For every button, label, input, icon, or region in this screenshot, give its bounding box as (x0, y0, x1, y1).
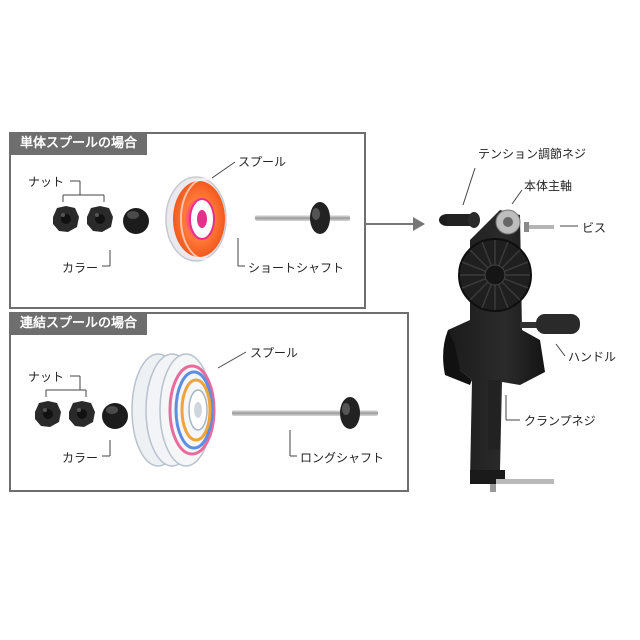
single-shaft-leader (237, 238, 245, 267)
panel-single-title: 単体スプールの場合 (10, 133, 148, 155)
tension-screw-label: テンション調節ネジ (478, 147, 587, 161)
linked-spool-icon (131, 353, 216, 467)
single-collar-leader (102, 250, 111, 267)
linked-shaft-label: ロングシャフト (300, 451, 385, 465)
linked-spool-label: スプール (250, 346, 299, 360)
main-shaft-label: 本体主軸 (524, 179, 573, 193)
linked-collar-label: カラー (62, 451, 99, 465)
line-winder-product (439, 209, 580, 492)
single-collar-label: カラー (62, 261, 99, 275)
linked-shaft-leader (289, 430, 297, 457)
single-shaft-icon (255, 202, 350, 234)
handle-icon (520, 314, 580, 334)
handle-label: ハンドル (568, 350, 617, 364)
linked-nut-1-icon (35, 401, 61, 427)
linked-shaft-icon (232, 397, 378, 429)
linked-collar-icon (102, 403, 128, 429)
linked-nut-bracket (45, 375, 87, 397)
single-nut-label: ナット (28, 175, 65, 189)
panel-single-border (9, 132, 366, 309)
single-spool-leader (211, 161, 236, 179)
product-leader-lines (462, 167, 578, 421)
screw-label: ビス (582, 221, 607, 235)
single-nut-1-icon (53, 206, 79, 232)
clamp-screw-label: クランプネジ (524, 414, 596, 428)
panel-linked-title: 連結スプールの場合 (10, 313, 148, 335)
single-nut-bracket (62, 180, 105, 202)
linked-nut-label: ナット (28, 370, 65, 384)
linked-spool-leader (217, 351, 247, 369)
single-shaft-label: ショートシャフト (248, 261, 345, 275)
single-nut-2-icon (87, 206, 113, 232)
single-collar-icon (123, 208, 149, 234)
screw-icon (524, 222, 554, 232)
panel-to-product-arrow (365, 217, 425, 231)
main-shaft-gear-icon (495, 209, 521, 235)
single-spool-icon (165, 176, 230, 262)
panel-linked-border (9, 312, 409, 492)
tension-screw-knob-icon (439, 212, 480, 228)
single-spool-label: スプール (238, 155, 287, 169)
linked-nut-2-icon (69, 401, 95, 427)
linked-collar-leader (102, 440, 111, 457)
